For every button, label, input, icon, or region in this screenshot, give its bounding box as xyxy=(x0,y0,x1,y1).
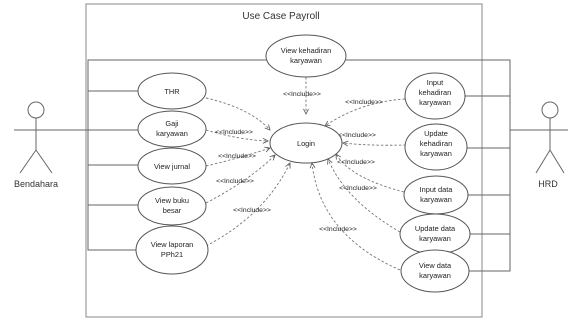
include-arrow xyxy=(205,97,270,130)
use-case-label: Input xyxy=(427,78,443,87)
use-case-thr[interactable]: THR xyxy=(137,72,207,110)
include-arrow xyxy=(205,148,270,167)
include-label: <<Include>> xyxy=(345,99,383,106)
include-arrow xyxy=(325,98,406,126)
actor-left-leg xyxy=(19,149,37,174)
use-case-label: Gaji xyxy=(165,119,179,128)
use-case-label: View buku xyxy=(155,196,189,205)
use-case-label: karyawan xyxy=(419,98,451,107)
bendahara-associations xyxy=(58,59,266,251)
use-case-view-kehadiran[interactable]: View kehadiran karyawan xyxy=(265,34,347,78)
use-case-label: Update data xyxy=(415,224,456,233)
use-case-label: Input data xyxy=(420,185,454,194)
use-case-label: karyawan xyxy=(420,149,452,158)
use-case-label: PPh21 xyxy=(161,250,183,259)
include-arrow xyxy=(343,143,407,145)
actor-head xyxy=(27,101,45,119)
actor-label-bendahara: Bendahara xyxy=(14,179,58,189)
hrd-associations xyxy=(346,59,530,272)
use-case-label: karyawan xyxy=(156,129,188,138)
use-case-label: karyawan xyxy=(290,56,322,65)
use-case-label: kehadiran xyxy=(419,88,451,97)
include-label: <<Include>> xyxy=(216,178,254,185)
use-case-label: karyawan xyxy=(420,195,452,204)
diagram-title: Use Case Payroll xyxy=(242,11,319,22)
actor-right-leg xyxy=(35,149,53,174)
use-case-label: View laporan xyxy=(151,240,194,249)
use-case-input-kehadiran[interactable]: Input kehadiran karyawan xyxy=(404,72,466,120)
actor-left-leg xyxy=(535,149,551,174)
include-label: <<Include>> xyxy=(337,159,375,166)
include-label: <<Include>> xyxy=(339,185,377,192)
use-case-label: besar xyxy=(163,206,182,215)
use-case-gaji-karyawan[interactable]: Gaji karyawan xyxy=(137,110,207,148)
use-case-label: Update xyxy=(424,129,448,138)
use-case-update-kehadiran[interactable]: Update kehadiran karyawan xyxy=(404,123,468,171)
actor-bendahara: Bendahara xyxy=(14,101,58,189)
use-case-login[interactable]: Login xyxy=(269,122,343,164)
use-case-label: View data xyxy=(419,261,452,270)
association-line xyxy=(58,59,266,131)
use-case-label: Login xyxy=(297,139,315,148)
association-line xyxy=(346,59,530,131)
actor-hrd: HRD xyxy=(530,101,568,189)
include-relationships xyxy=(205,77,407,271)
include-arrow xyxy=(336,154,405,193)
use-case-view-data[interactable]: View data karyawan xyxy=(400,249,470,293)
include-label: <<Include>> xyxy=(283,91,321,98)
include-arrow xyxy=(328,159,401,233)
association-line xyxy=(87,130,137,251)
use-case-label: kehadiran xyxy=(420,139,452,148)
use-case-input-data[interactable]: Input data karyawan xyxy=(403,175,469,215)
include-arrow xyxy=(312,163,401,271)
use-case-view-jurnal[interactable]: View jurnal xyxy=(137,147,207,185)
use-case-view-laporan-pph21[interactable]: View laporan PPh21 xyxy=(135,225,209,275)
use-case-view-buku-besar[interactable]: View buku besar xyxy=(137,186,207,226)
include-label: <<Include>> xyxy=(218,153,256,160)
include-arrow xyxy=(205,155,275,204)
use-case-label: karyawan xyxy=(419,234,451,243)
use-case-label: THR xyxy=(164,87,179,96)
use-case-update-data[interactable]: Update data karyawan xyxy=(399,213,471,255)
use-case-label: View kehadiran xyxy=(281,46,331,55)
use-case-label: View jurnal xyxy=(154,162,190,171)
actor-label-hrd: HRD xyxy=(538,179,558,189)
actor-right-leg xyxy=(549,149,565,174)
include-label: <<Include>> xyxy=(233,207,271,214)
include-arrow xyxy=(205,129,268,141)
include-label: <<Include>> xyxy=(215,129,253,136)
include-label: <<Include>> xyxy=(319,226,357,233)
use-case-label: karyawan xyxy=(419,271,451,280)
association-line xyxy=(469,130,511,272)
include-labels: <<Include>> <<Include>> <<Include>> <<In… xyxy=(215,91,383,233)
include-label: <<Include>> xyxy=(338,132,376,139)
system-boundary xyxy=(85,3,483,318)
include-arrow xyxy=(205,163,290,247)
actor-head xyxy=(541,101,559,119)
